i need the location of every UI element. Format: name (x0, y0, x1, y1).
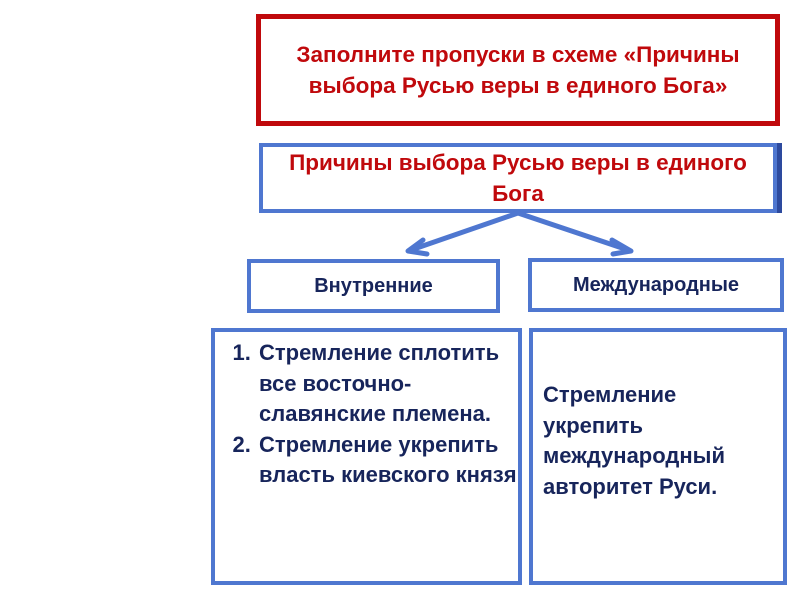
task-title: Заполните пропуски в схеме «Причины выбо… (296, 42, 740, 98)
internal-reasons-box: Стремление сплотить все восточно-славянс… (211, 328, 522, 585)
internal-reasons-list: Стремление сплотить все восточно-славянс… (215, 332, 518, 491)
arrow-to-international (515, 210, 631, 253)
arrow-to-internal (408, 210, 521, 253)
international-category-label: Международные (572, 273, 740, 296)
main-concept-box: Причины выбора Русью веры в единого Бога (259, 143, 777, 213)
arrowhead-internal (405, 237, 430, 257)
international-reasons-box: Стремление укрепить международный автори… (529, 328, 787, 585)
international-reason-text: Стремление укрепить международный автори… (543, 382, 725, 499)
list-item: Стремление укрепить власть киевского кня… (257, 430, 518, 491)
internal-category-box: Внутренние (247, 259, 500, 313)
list-item: Стремление сплотить все восточно-славянс… (257, 338, 518, 430)
task-title-box: Заполните пропуски в схеме «Причины выбо… (256, 14, 780, 126)
international-category-box: Международные (528, 258, 784, 312)
main-concept-text: Причины выбора Русью веры в единого Бога (289, 150, 747, 206)
internal-category-label: Внутренние (314, 274, 433, 297)
arrowhead-international (609, 237, 634, 257)
